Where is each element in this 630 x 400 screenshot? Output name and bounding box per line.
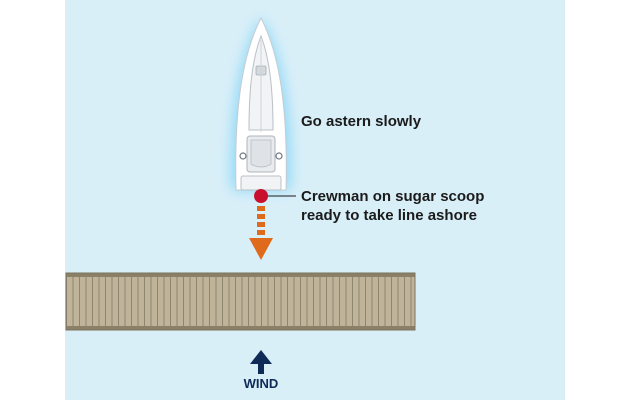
crewman-label-line-2: ready to take line ashore xyxy=(301,207,477,224)
go-astern-label: Go astern slowly xyxy=(301,113,422,130)
crewman-dot-icon xyxy=(254,189,268,203)
pontoon xyxy=(65,272,416,331)
dashed-arrow-down-icon xyxy=(249,206,273,260)
arrow-up-icon xyxy=(250,350,272,374)
water-background xyxy=(65,0,565,400)
crewman-label-line-1: Crewman on sugar scoop xyxy=(301,188,485,205)
wind-label: WIND xyxy=(243,376,279,391)
yacht-top-view-icon xyxy=(231,16,291,191)
